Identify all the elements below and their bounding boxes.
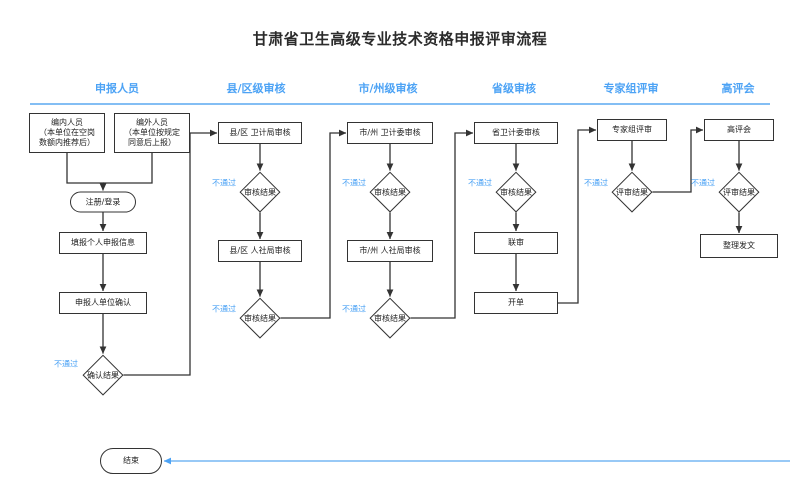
column-header-1: 申报人员: [95, 82, 139, 95]
decision-d_c1a[interactable]: 审核结果: [224, 171, 296, 213]
column-header-2: 县/区级审核: [226, 82, 286, 95]
decision-d_c3a[interactable]: 审核结果: [480, 171, 552, 213]
decision-label: 审核结果: [374, 313, 406, 323]
process-n_c5b[interactable]: 整理发文: [700, 234, 778, 258]
decision-d_c2a[interactable]: 审核结果: [354, 171, 426, 213]
decision-d_c2b[interactable]: 审核结果: [354, 297, 426, 339]
decision-label: 审核结果: [500, 187, 532, 197]
fail-label-6: 不通过: [468, 178, 492, 188]
column-header-5: 专家组评审: [603, 82, 659, 95]
column-header-4: 省级审核: [492, 82, 536, 95]
process-n_login[interactable]: 注册/登录: [70, 191, 136, 213]
process-n_c5a[interactable]: 高评会: [704, 119, 774, 141]
fail-label-1: 不通过: [54, 359, 78, 369]
decision-d_c1b[interactable]: 审核结果: [224, 297, 296, 339]
decision-label: 审核结果: [374, 187, 406, 197]
fail-label-3: 不通过: [212, 304, 236, 314]
fail-label-8: 不通过: [691, 178, 715, 188]
process-n_c2a[interactable]: 市/州 卫计委审核: [347, 122, 433, 144]
process-n_end[interactable]: 结束: [100, 448, 162, 474]
process-n_bn[interactable]: 编内人员 （本单位在空岗 数额内推荐后）: [29, 113, 105, 153]
process-n_c3b[interactable]: 联审: [474, 232, 558, 254]
process-n_bw[interactable]: 编外人员 （本单位按规定 同意后上报）: [114, 113, 190, 153]
fail-label-7: 不通过: [584, 178, 608, 188]
pass-path-edges: [66, 126, 743, 376]
decision-d_confirm[interactable]: 确认结果: [67, 354, 139, 396]
process-n_c4a[interactable]: 专家组评审: [597, 119, 667, 141]
decision-label: 评审结果: [723, 187, 755, 197]
decision-label: 确认结果: [87, 370, 119, 380]
edge-d1b-c2a: [280, 129, 347, 319]
process-n_confirm[interactable]: 申报人单位确认: [59, 292, 147, 314]
process-n_c3c[interactable]: 开单: [474, 292, 558, 314]
process-n_fill[interactable]: 填报个人申报信息: [59, 232, 147, 254]
column-header-6: 高评会: [721, 82, 755, 95]
column-header-3: 市/州级审核: [358, 82, 418, 95]
page-title: 甘肃省卫生高级专业技术资格申报评审流程: [252, 30, 548, 48]
edge-bw-login: [103, 153, 153, 184]
process-n_c3a[interactable]: 省卫计委审核: [474, 122, 558, 144]
decision-d_c4a[interactable]: 评审结果: [596, 171, 668, 213]
edge-d2b-c3a: [410, 129, 474, 319]
process-n_c2b[interactable]: 市/州 人社局审核: [347, 240, 433, 262]
decision-label: 审核结果: [244, 313, 276, 323]
edge-d4a-c5a: [652, 126, 704, 193]
decision-d_c5a[interactable]: 评审结果: [703, 171, 775, 213]
fail-label-4: 不通过: [342, 178, 366, 188]
decision-label: 审核结果: [244, 187, 276, 197]
fail-label-2: 不通过: [212, 178, 236, 188]
process-n_c1a[interactable]: 县/区 卫计局审核: [218, 122, 302, 144]
fail-label-5: 不通过: [342, 304, 366, 314]
decision-label: 评审结果: [616, 187, 648, 197]
edge-confirm-c1a: [123, 129, 218, 376]
edge-kaidan-c4a: [558, 126, 597, 304]
process-n_c1b[interactable]: 县/区 人社局审核: [218, 240, 302, 262]
edge-bn-login: [66, 153, 107, 191]
